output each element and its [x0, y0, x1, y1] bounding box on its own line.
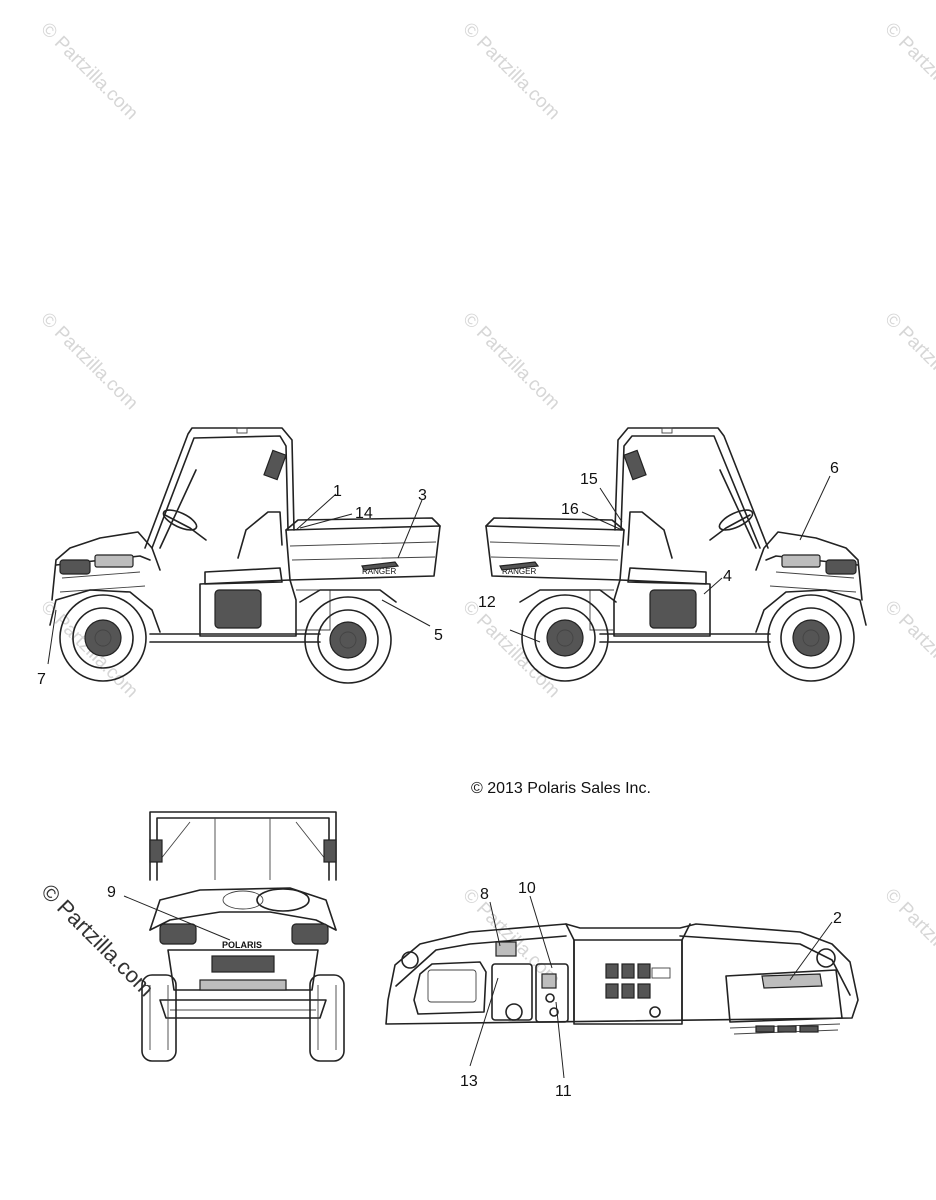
watermark: © Partzilla.com	[880, 885, 936, 990]
copyright-text: © 2013 Polaris Sales Inc.	[471, 780, 651, 797]
watermark: © Partzilla.com	[458, 309, 563, 414]
callout-11: 11	[555, 1083, 572, 1100]
callout-6: 6	[830, 460, 839, 477]
vehicle-left-side-view: RANGER	[49, 427, 441, 684]
callout-12: 12	[478, 594, 496, 611]
ranger-decal-left: RANGER	[362, 567, 396, 576]
watermark: © Partzilla.com	[458, 19, 563, 124]
callout-9: 9	[107, 884, 116, 901]
callout-15: 15	[580, 471, 598, 488]
callout-2: 2	[833, 910, 842, 927]
callout-1: 1	[333, 483, 342, 500]
dashboard-view	[385, 923, 859, 1035]
ranger-decal-right: RANGER	[502, 567, 536, 576]
watermark: © Partzilla.com	[36, 309, 141, 414]
vehicle-front-view: POLARIS	[141, 811, 345, 1062]
watermark: © Partzilla.com	[880, 19, 936, 124]
callout-14: 14	[355, 505, 373, 522]
callout-7: 7	[37, 671, 46, 688]
watermark: © Partzilla.com	[880, 597, 936, 702]
callouts: 1 14 3 5 7 15 16 6 4 12 9 8 10 2 13 11	[37, 460, 842, 1100]
vehicle-right-side-view: RANGER	[485, 427, 867, 682]
callout-10: 10	[518, 880, 536, 897]
callout-8: 8	[480, 886, 489, 903]
callout-13: 13	[460, 1073, 478, 1090]
watermark: © Partzilla.com	[36, 19, 141, 124]
callout-4: 4	[723, 568, 732, 585]
watermark: © Partzilla.com	[880, 309, 936, 414]
callout-16: 16	[561, 501, 579, 518]
polaris-grille-decal: POLARIS	[222, 940, 262, 950]
leader-lines	[47, 475, 833, 1079]
callout-3: 3	[418, 487, 427, 504]
callout-5: 5	[434, 627, 443, 644]
watermark-dark: © Partzilla.com	[36, 879, 159, 1002]
